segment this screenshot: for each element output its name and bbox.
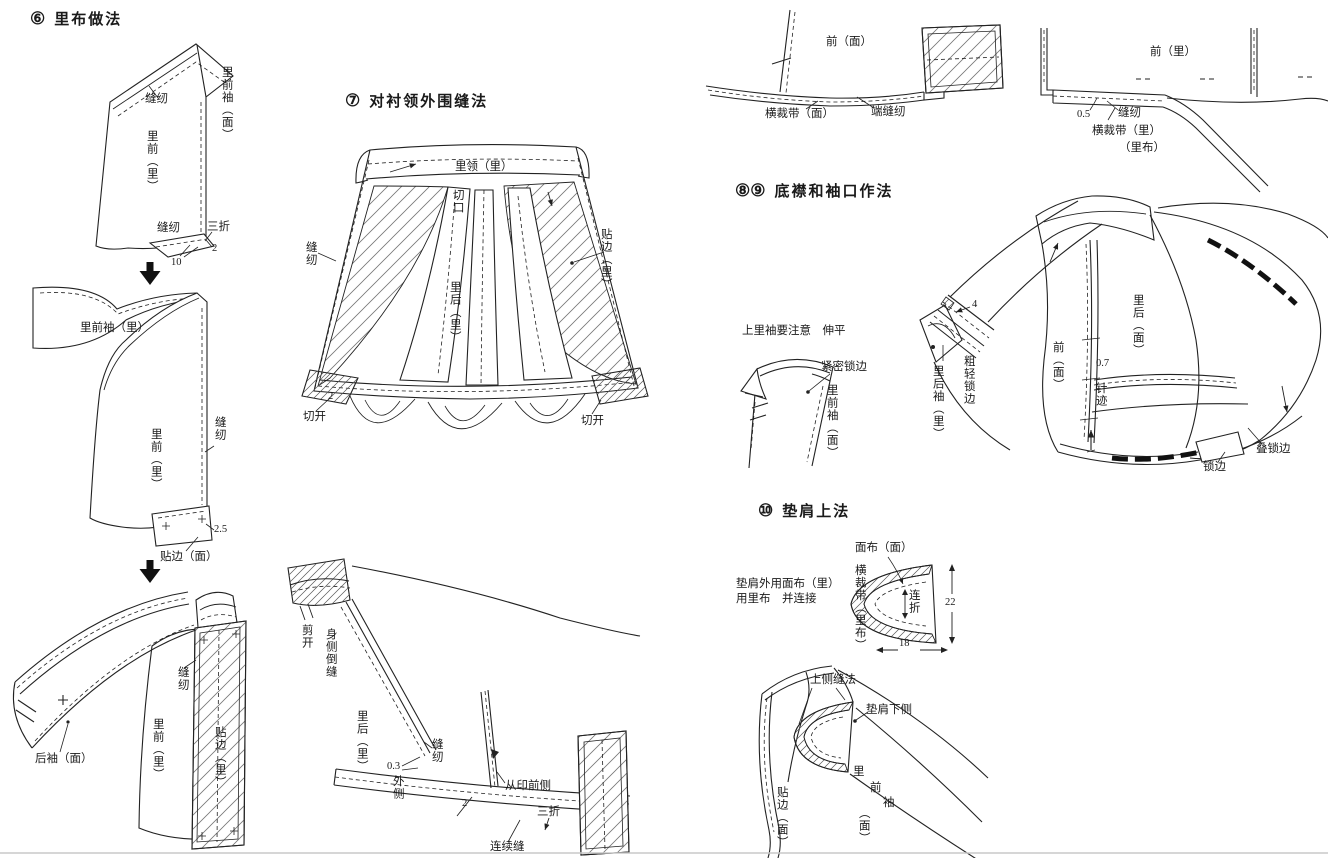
label-band: 横裁带（里） — [1092, 125, 1161, 137]
label-piece: 前（面） — [1051, 341, 1064, 391]
label-side-seam: 身侧倒缝 — [324, 628, 337, 678]
dimension: 18 — [899, 638, 910, 649]
section-badge: ⑦ — [345, 91, 361, 110]
label-piece: 里后（面） — [1131, 294, 1144, 357]
label-upper-seam: 上侧缝法 — [810, 674, 856, 686]
label-band: 横裁带（面） — [765, 108, 834, 120]
cuff-tube-art — [740, 304, 963, 469]
section-badge: ⑧⑨ — [735, 181, 766, 200]
back-sleeve-art — [12, 591, 247, 850]
sleeve-front-piece-art — [95, 43, 234, 285]
label-piece: 里前袖（面） — [825, 384, 838, 459]
label-face-cloth: 面布（面） — [855, 542, 913, 554]
dimension: 2 — [328, 391, 334, 402]
dimension: 2 — [462, 798, 468, 809]
label-piece-char: 前 — [870, 782, 882, 794]
label-slit: 切口 — [451, 189, 464, 214]
label-sew: 缝纫 — [430, 738, 443, 763]
label-lining-cloth: （里布） — [1119, 142, 1165, 154]
hem-face-art — [705, 9, 1004, 110]
label-collar: 里领（里） — [455, 161, 513, 173]
shoulder-pad-art — [850, 556, 955, 653]
label-sew: 缝纫 — [176, 666, 189, 691]
step-arrow — [139, 262, 161, 285]
dimension: 0.5 — [1077, 109, 1091, 120]
label-cut: 切开 — [303, 411, 326, 423]
dimension: 10 — [171, 257, 182, 268]
label-piece: 里前（里） — [145, 130, 158, 193]
dimension: 2.5 — [214, 524, 228, 535]
label-piece-char: （面） — [857, 807, 870, 845]
dimension: 0.7 — [1096, 358, 1110, 369]
dimension: 4 — [972, 299, 978, 310]
label-cut: 切开 — [581, 415, 604, 427]
label-sew: 缝纫 — [157, 222, 180, 234]
section-title-hem-cuff: ⑧⑨ 底襟和袖口作法 — [735, 180, 894, 201]
label-facing: 贴边（里） — [599, 228, 612, 291]
label-piece: 里后袖（里） — [931, 365, 944, 440]
label-piece: 前（里） — [1150, 46, 1196, 58]
section-title-lining: ⑥ 里布做法 — [30, 8, 122, 29]
label-fold: 连折 — [907, 589, 920, 614]
label-stitch: 针迹 — [1094, 382, 1107, 407]
label-piece: 后袖（面） — [35, 753, 93, 765]
section-badge: ⑥ — [30, 9, 46, 28]
label-piece: 里前（里） — [149, 428, 162, 491]
section-label: 垫肩上法 — [782, 504, 851, 520]
label-from-mark: 从印前侧 — [505, 780, 551, 792]
section-title-shoulder-pad: ⑩ 垫肩上法 — [758, 500, 850, 521]
label-three-fold: 三折 — [207, 221, 230, 233]
section-badge: ⑩ — [758, 501, 774, 520]
label-sew: 缝纫 — [1118, 107, 1141, 119]
section-label: 里布做法 — [54, 12, 123, 28]
label-rough-overlock: 粗轻锁边 — [962, 355, 975, 405]
label-sew: 缝纫 — [213, 416, 226, 441]
label-piece: 前（面） — [826, 36, 872, 48]
label-note: 用里布 并连接 — [736, 593, 817, 605]
label-cut-open: 剪开 — [300, 624, 313, 649]
dimension: 2 — [212, 243, 218, 254]
label-facing: 贴边（面） — [775, 786, 788, 849]
label-band: 横裁带（里布） — [853, 564, 866, 652]
label-piece-char: 袖 — [883, 797, 895, 809]
dimension: 0.3 — [387, 761, 401, 772]
collar-diagram-art — [301, 144, 649, 430]
label-outside: 外侧 — [391, 775, 404, 800]
section-label: 底襟和袖口作法 — [774, 184, 894, 200]
section-label: 对衬领外围缝法 — [369, 94, 489, 110]
label-piece: 里后（里） — [448, 281, 461, 344]
label-piece: 里前袖（里） — [80, 322, 149, 334]
section-title-collar: ⑦ 对衬领外围缝法 — [345, 90, 488, 111]
jacket-art — [929, 195, 1328, 466]
label-facing: 贴边（面） — [160, 551, 218, 563]
hem-lining-art — [1040, 28, 1328, 193]
label-piece: 里后（里） — [355, 710, 368, 773]
label-facing: 贴边（里） — [213, 726, 226, 789]
dimension: 22 — [945, 597, 956, 608]
label-note: 上里袖要注意 伸平 — [742, 325, 846, 337]
label-three-fold: 三折 — [537, 806, 560, 818]
label-piece: 里前袖（面） — [220, 66, 233, 141]
label-sew: 缝纫 — [304, 241, 317, 266]
label-overlock: 锁边 — [1203, 461, 1226, 473]
label-sew: 缝纫 — [145, 93, 168, 105]
label-note: 垫肩外用面布（里） — [736, 578, 840, 590]
step-arrow — [139, 560, 161, 583]
body-join-art — [32, 286, 215, 583]
back-body-art — [287, 558, 641, 856]
label-piece-char: 里 — [853, 766, 865, 778]
label-continuous-seam: 连续缝 — [490, 841, 525, 853]
label-pad-under: 垫肩下侧 — [866, 704, 912, 716]
label-dense-overlock: 紧密锁边 — [821, 361, 867, 373]
label-overlock: 叠锁边 — [1256, 443, 1291, 455]
label-end-sew: 端缝纫 — [871, 106, 906, 118]
pad-attach-art — [758, 665, 989, 858]
label-piece: 里前（里） — [151, 718, 164, 781]
